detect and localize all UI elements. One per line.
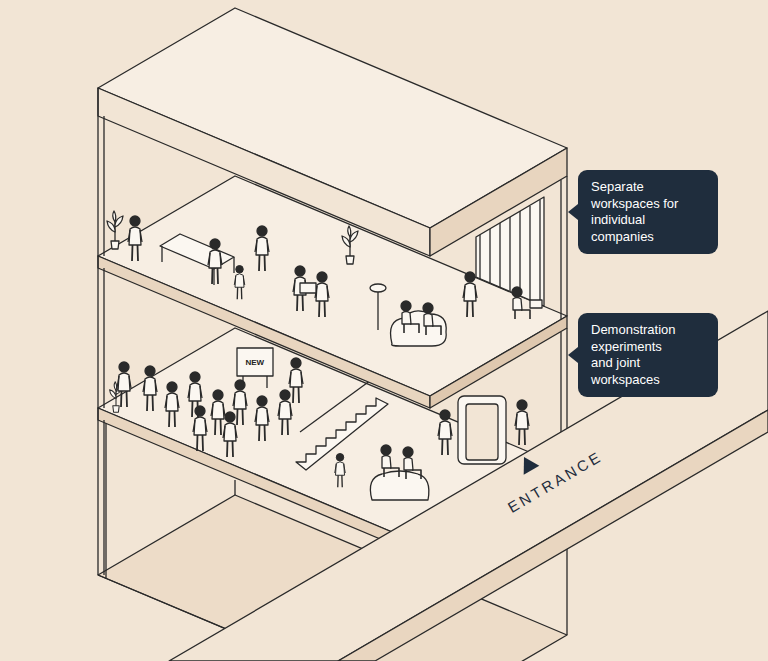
- upper-floor-scene: [160, 234, 234, 269]
- ground-floor-scene: [143, 366, 157, 411]
- upper-floor-scene: [370, 284, 386, 292]
- upper-floor-scene: [377, 290, 378, 330]
- floor-slab: [430, 316, 567, 408]
- sign-text: NEW: [246, 358, 265, 367]
- ground-floor-scene: [255, 396, 269, 441]
- upper-floor-scene: [208, 239, 222, 284]
- ground-floor-scene: [211, 390, 225, 435]
- ground-floor-scene: [223, 412, 237, 457]
- upper-floor-scene: [342, 226, 358, 264]
- upper-floor-scene: [234, 266, 245, 300]
- callout-box: Demonstration experiments and joint work…: [578, 313, 718, 397]
- ground-floor-scene: [165, 382, 179, 427]
- ground-floor-scene: [289, 358, 303, 403]
- ground-floor-scene: [403, 447, 421, 479]
- ground-floor-scene: [438, 410, 452, 455]
- upper-floor-scene: [463, 272, 477, 317]
- callout-box: Separate workspaces for individual compa…: [578, 170, 718, 254]
- callout-text: Separate workspaces for individual compa…: [591, 179, 685, 245]
- upper-floor-scene: [401, 301, 419, 333]
- ground-floor-scene: [117, 362, 131, 407]
- upper-floor-scene: [315, 272, 329, 317]
- roof-slab: [430, 148, 567, 256]
- ground-floor-scene: [193, 406, 207, 451]
- ground-floor-scene: [237, 348, 273, 376]
- wall-lines: [561, 176, 567, 635]
- upper-floor-scene: [530, 300, 542, 308]
- ground-floor-scene: [243, 376, 267, 388]
- entrance-road: [169, 311, 768, 661]
- roof-slab: [98, 8, 567, 256]
- entrance-road: [338, 410, 768, 661]
- ground-floor-scene: [335, 454, 346, 488]
- upper-floor-scene: [107, 211, 123, 249]
- ground-floor-scene: [458, 396, 506, 464]
- floor-slab: [98, 256, 430, 408]
- upper-floor-scene: [255, 226, 269, 271]
- entrance-arrow: [524, 457, 540, 475]
- ground-floor-scene: [278, 390, 292, 435]
- wall-lines: [98, 88, 104, 575]
- callout-text: Demonstration experiments and joint work…: [591, 322, 685, 388]
- upper-floor-scene: [128, 216, 142, 261]
- ground-floor-scene: [466, 404, 498, 460]
- upper-floor-scene: [512, 287, 530, 319]
- roof-slab: [98, 88, 430, 256]
- ground-floor-scene: [515, 400, 529, 445]
- upper-floor-scene: [162, 246, 234, 285]
- ground-floor-scene: [381, 445, 399, 477]
- upper-floor-scene: [300, 283, 316, 293]
- entrance-road: [169, 311, 768, 661]
- upper-floor-scene: [423, 303, 441, 335]
